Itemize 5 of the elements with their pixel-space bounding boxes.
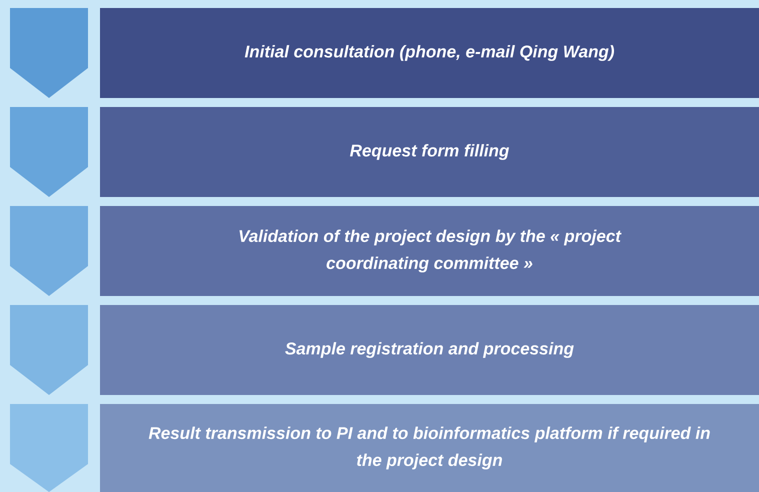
step-box: Validation of the project design by the « project coordinating committee » xyxy=(100,206,759,296)
step-box: Initial consultation (phone, e-mail Qing Wang) xyxy=(100,8,759,98)
step-box: Request form filling xyxy=(100,107,759,197)
step-box: Sample registration and processing xyxy=(100,305,759,395)
step-box: Result transmission to PI and to bioinformatics platform if required in the project design xyxy=(100,404,759,492)
